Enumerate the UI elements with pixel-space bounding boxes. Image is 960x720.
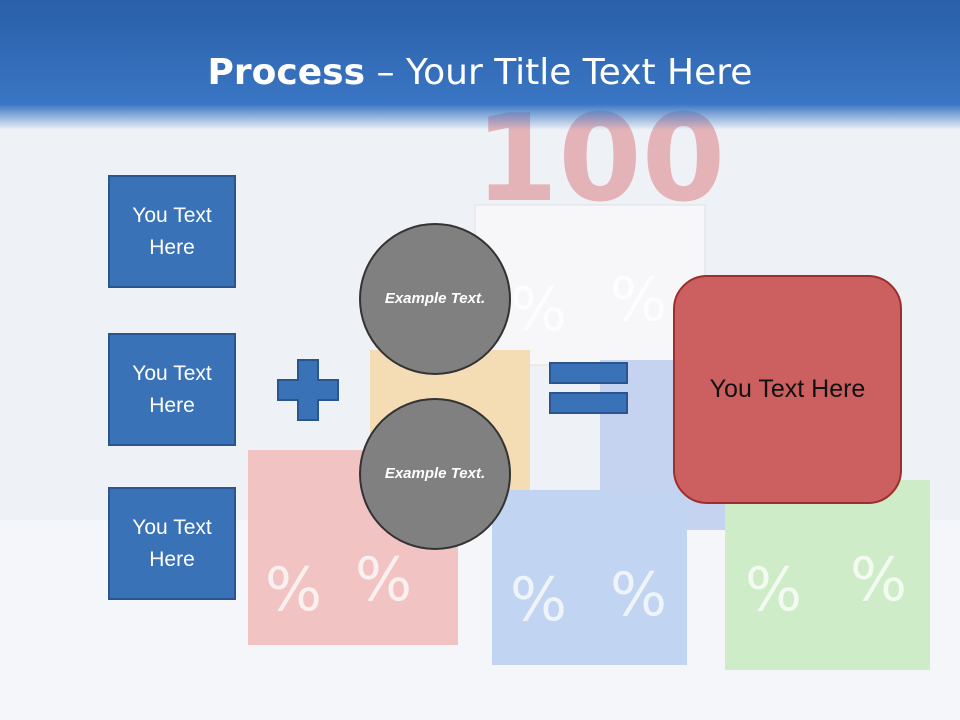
text-box-2[interactable]: You Text Here (108, 333, 236, 446)
plus-icon (277, 359, 339, 421)
text-box-3[interactable]: You Text Here (108, 487, 236, 600)
title-rest: – Your Title Text Here (365, 52, 753, 93)
title-bold: Process (207, 52, 366, 93)
example-circle-1[interactable]: Example Text. (359, 223, 511, 375)
svg-text:%: % (745, 555, 802, 625)
result-box[interactable]: You Text Here (673, 275, 902, 504)
example-circle-2[interactable]: Example Text. (359, 398, 511, 550)
header-bar (0, 0, 960, 130)
svg-text:%: % (610, 560, 667, 630)
text-box-1[interactable]: You Text Here (108, 175, 236, 288)
svg-text:%: % (850, 545, 907, 615)
svg-text:%: % (610, 265, 667, 335)
svg-text:%: % (510, 275, 567, 345)
svg-text:%: % (265, 555, 322, 625)
slide-title: Process – Your Title Text Here (0, 52, 960, 93)
svg-text:%: % (355, 545, 412, 615)
equals-icon (549, 362, 628, 414)
svg-text:%: % (510, 565, 567, 635)
